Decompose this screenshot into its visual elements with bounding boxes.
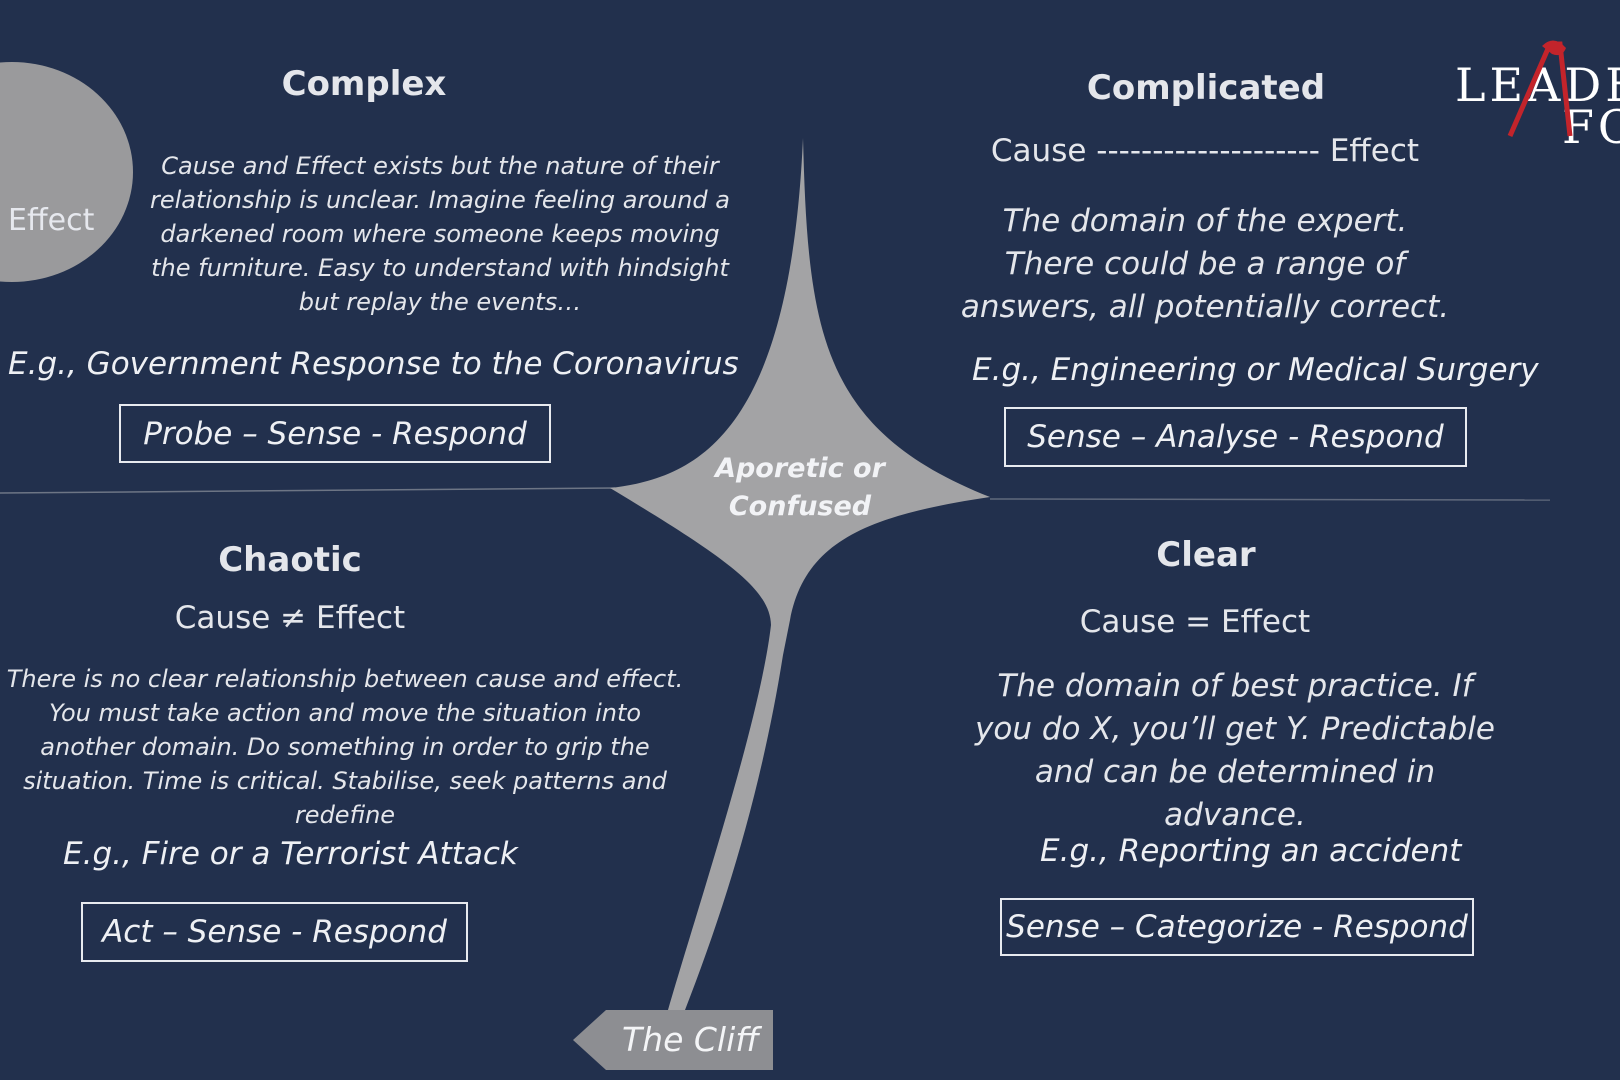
complicated-formula: Cause -------------------- Effect [990, 133, 1420, 169]
center-label-line1: Aporetic or [715, 453, 885, 484]
complex-example: E.g., Government Response to the Coronav… [8, 346, 739, 382]
logo-mark-icon [1507, 40, 1573, 137]
chaotic-formula: Cause ≠ Effect [174, 600, 406, 636]
chaotic-title: Chaotic [218, 540, 362, 580]
center-label: Aporetic or Confused [700, 450, 900, 526]
clear-title: Clear [1156, 535, 1256, 575]
clear-formula: Cause = Effect [1079, 604, 1311, 640]
side-circle-label: Effect [8, 203, 95, 238]
center-label-line2: Confused [728, 491, 872, 522]
complex-title: Complex [281, 64, 447, 104]
complicated-description: The domain of the expert. There could be… [960, 203, 1450, 325]
complicated-approach-box: Sense – Analyse - Respond [1004, 407, 1467, 467]
clear-description: The domain of best practice. If you do X… [975, 668, 1495, 833]
cliff-tag [573, 1010, 773, 1070]
clear-example: E.g., Reporting an accident [1040, 833, 1462, 869]
cliff-label: The Cliff [622, 1020, 760, 1059]
complicated-title: Complicated [1086, 68, 1326, 108]
divider-right [989, 498, 1551, 501]
complicated-example: E.g., Engineering or Medical Surgery [972, 352, 1539, 388]
clear-approach-box: Sense – Categorize - Respond [1000, 898, 1474, 956]
chaotic-approach-box: Act – Sense - Respond [81, 902, 468, 962]
center-star-shape [610, 138, 990, 1010]
chaotic-description: There is no clear relationship between c… [6, 665, 684, 829]
divider-left [0, 487, 616, 494]
logo: LEADE FC [1450, 36, 1620, 146]
chaotic-example: E.g., Fire or a Terrorist Attack [63, 836, 518, 872]
complex-approach-box: Probe – Sense - Respond [119, 404, 551, 463]
logo-line2: FC [1562, 100, 1620, 146]
side-circle [0, 62, 133, 282]
complex-description: Cause and Effect exists but the nature o… [149, 152, 731, 316]
